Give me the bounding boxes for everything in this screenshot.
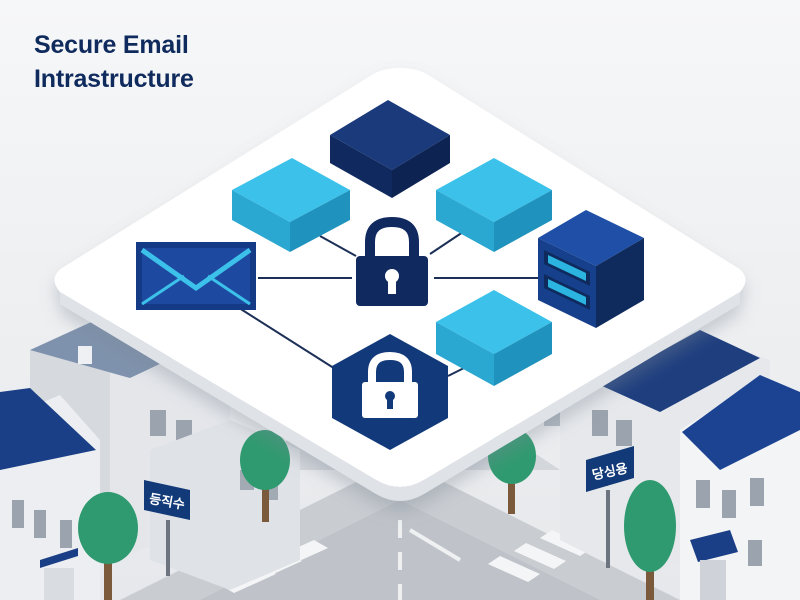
page-title: Secure Email Intrastructure [34,28,194,96]
server-slot [544,250,590,286]
server-slot [544,274,590,310]
street-sign-left-label: 등직수 [148,491,186,513]
right-buildings [544,330,800,600]
data-cube-icon [436,158,552,252]
tree-left-mid [240,430,290,522]
street-sign-right: 당싱용 [586,446,634,568]
data-cube-icon [232,158,350,252]
server-rack-icon [538,210,644,328]
title-line-1: Secure Email [34,31,189,59]
shield-padlock-icon [332,334,448,450]
tree-left-front [78,492,138,600]
padlock-icon [356,216,428,306]
street-sign-right-label: 당싱용 [591,460,629,483]
email-envelope-icon [136,242,256,310]
title-line-2: Intrastructure [34,65,194,93]
data-cube-icon [330,100,450,198]
tree-right-front [624,480,676,600]
street-sign-left: 등직수 [144,480,190,576]
data-cube-icon [436,290,552,386]
